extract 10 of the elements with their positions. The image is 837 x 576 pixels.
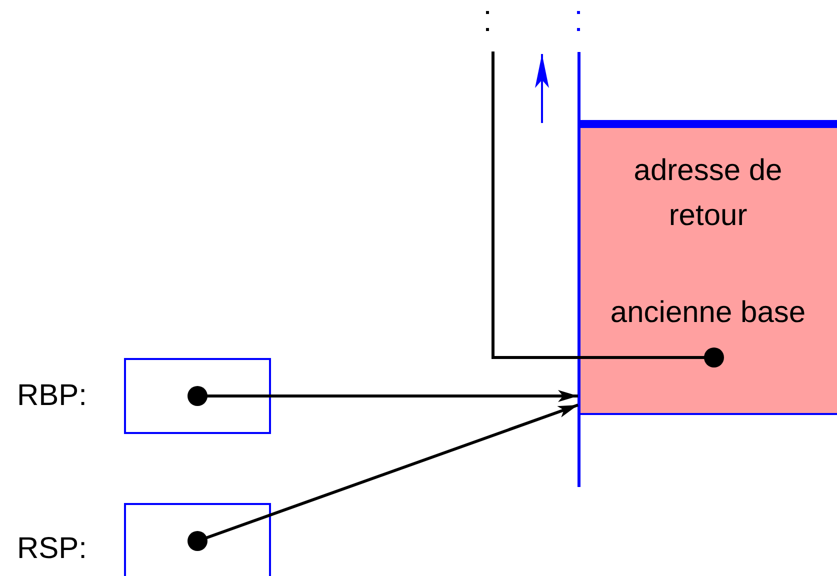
register-box xyxy=(124,503,271,576)
cell-text: ancienne base xyxy=(609,295,807,331)
pointer-arrow xyxy=(188,404,578,551)
stack-cell xyxy=(579,268,837,415)
register-box xyxy=(124,358,271,434)
cell-text: adresse de retour xyxy=(633,153,783,234)
pointer-arrow xyxy=(188,386,578,406)
stack-cell xyxy=(579,120,837,270)
register-label: RSP: xyxy=(17,531,88,567)
register-label: RBP: xyxy=(17,378,88,414)
